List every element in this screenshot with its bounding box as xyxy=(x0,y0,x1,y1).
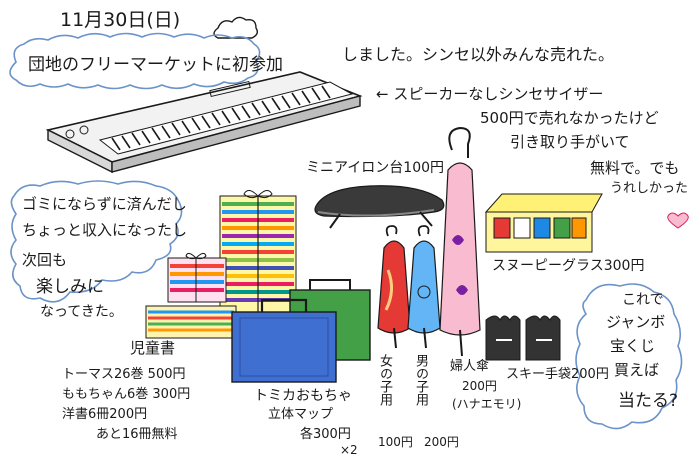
synth-note-line3: 引き取り手がいて xyxy=(510,133,630,151)
left-bubble-outline xyxy=(10,180,183,303)
left-bubble-line5: なってきた。 xyxy=(40,304,123,320)
books-line3: 洋書6冊200円 xyxy=(62,407,148,422)
books-line4: あと16冊無料 xyxy=(96,427,178,442)
snoopy-glasses-label: スヌーピーグラス300円 xyxy=(492,258,645,274)
right-bubble-line4: 買えば xyxy=(614,361,660,379)
headline-bubble-outline xyxy=(9,32,261,90)
umbrella-boy-drawing xyxy=(407,225,441,349)
right-bubble-line5: 当たる? xyxy=(618,391,679,411)
synth-note-line2: 500円で売れなかったけど xyxy=(480,109,659,127)
left-bubble-line3: 次回も xyxy=(22,251,68,269)
books-line2: ももちゃん6巻 300円 xyxy=(62,387,191,402)
umbrella-lady-drawing xyxy=(439,126,481,357)
umbrella-boy-label: 男の子用 xyxy=(412,354,428,406)
toys-line3: 各300円 xyxy=(300,427,351,442)
synthesizer-drawing xyxy=(45,71,363,174)
heart-icon xyxy=(667,212,689,229)
left-bubble-line4: 楽しみに xyxy=(36,277,104,297)
headline-bubble-text: 団地のフリーマーケットに初参加 xyxy=(28,55,283,75)
mini-iron-label: ミニアイロン台100円 xyxy=(306,160,445,176)
umbrella-lady-note: (ハナエモリ) xyxy=(452,397,522,411)
right-bubble-line3: 宝くじ xyxy=(610,337,656,355)
toy-cases-drawing xyxy=(231,279,371,383)
umbrella-girl-label: 女の子用 xyxy=(376,354,392,406)
left-bubble-line2: ちょっと収入になったし xyxy=(22,221,188,239)
right-bubble-outline xyxy=(575,283,683,430)
left-bubble-line1: ゴミにならずに済んだし xyxy=(22,195,187,213)
synth-note-line5: うれしかった xyxy=(610,181,689,196)
toys-line1: トミカおもちゃ xyxy=(254,388,352,404)
headline-rest-text: しました。シンセ以外みんな売れた。 xyxy=(342,45,615,64)
books-line1: トーマス26巻 500円 xyxy=(62,367,186,382)
right-bubble-line1: これで xyxy=(622,292,664,308)
right-bubble-line2: ジャンボ xyxy=(606,313,666,331)
synth-note-line4: 無料で。でも xyxy=(590,159,680,177)
ironing-board-drawing xyxy=(314,185,445,229)
date-label: 11月30日(日) xyxy=(60,9,181,31)
umbrella-girl-drawing xyxy=(377,225,411,349)
book-stack-drawing xyxy=(145,190,297,339)
cloud-icon xyxy=(213,16,259,39)
umbrella-girl-price: 100円 xyxy=(378,435,413,449)
umbrella-boy-price: 200円 xyxy=(424,435,459,449)
toys-line2: 立体マップ xyxy=(268,407,334,422)
synth-note-line1: ← スピーカーなしシンセサイザー xyxy=(376,85,604,103)
umbrella-lady-label: 婦人傘 xyxy=(450,359,490,374)
toys-line4: ×2 xyxy=(340,443,358,457)
books-title: 児童書 xyxy=(130,339,176,357)
snoopy-glasses-drawing xyxy=(484,193,603,253)
umbrella-lady-price: 200円 xyxy=(462,379,497,393)
ski-gloves-label: スキー手袋200円 xyxy=(506,367,609,382)
ski-gloves-drawing xyxy=(485,315,561,361)
